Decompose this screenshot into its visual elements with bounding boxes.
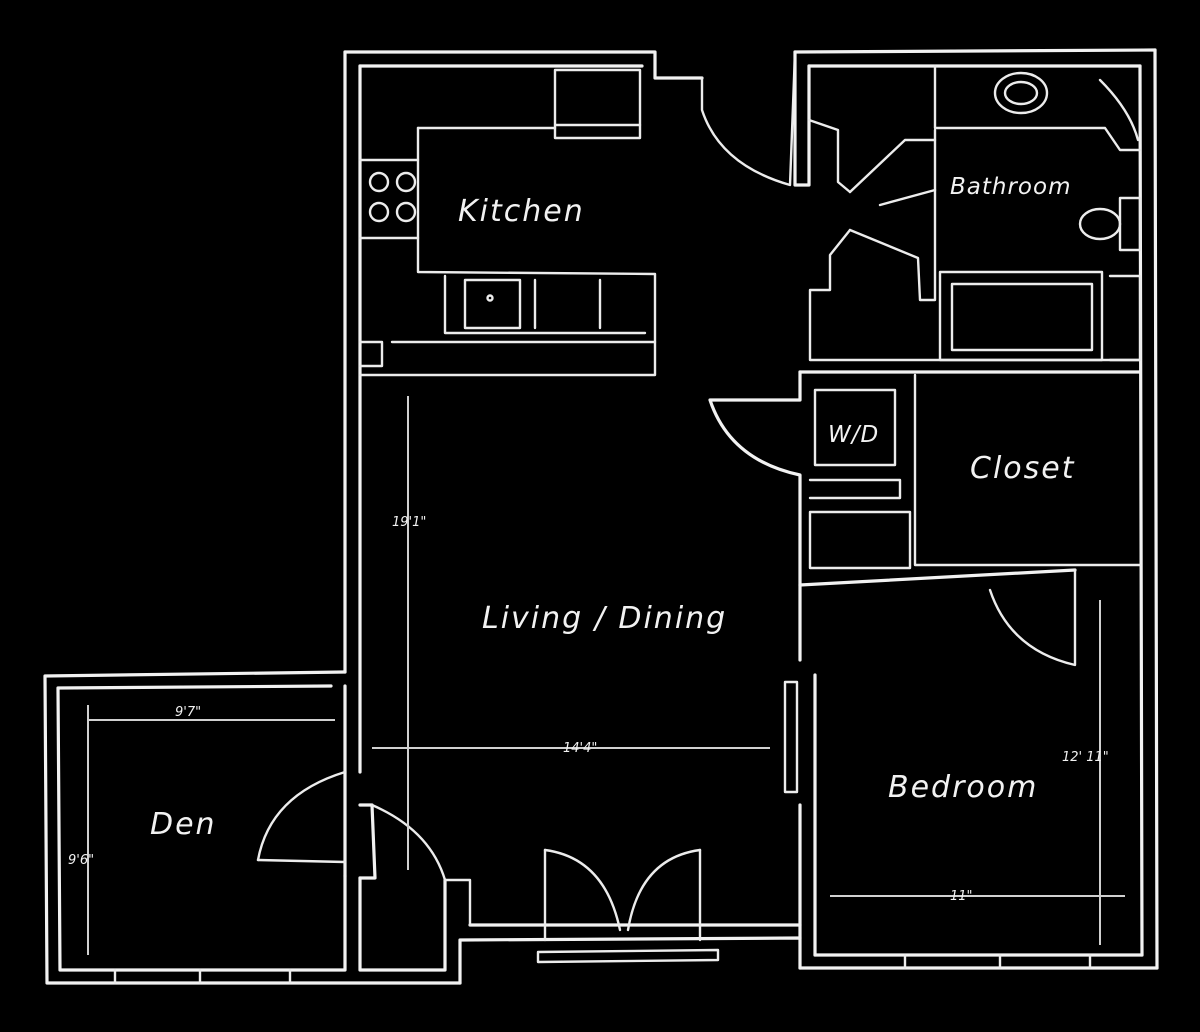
dim-living-depth: 19'1" xyxy=(392,515,426,530)
laundry-closet xyxy=(708,370,1142,667)
label-kitchen: Kitchen xyxy=(458,194,585,229)
label-living-dining: Living / Dining xyxy=(482,601,727,636)
label-bathroom: Bathroom xyxy=(950,174,1071,200)
dimension-lines xyxy=(87,396,1125,955)
dim-den-width: 9'7" xyxy=(175,705,201,720)
den-doors xyxy=(256,770,702,972)
dim-bedroom-depth: 12' 11" xyxy=(1062,750,1109,765)
dim-bedroom-width: 11" xyxy=(950,889,973,904)
label-den: Den xyxy=(150,807,217,842)
windows xyxy=(113,680,1092,985)
label-wd: W/D xyxy=(828,422,879,448)
bedroom-walls xyxy=(798,583,817,957)
label-closet: Closet xyxy=(970,451,1076,486)
kitchen-fixtures xyxy=(358,50,797,377)
label-bedroom: Bedroom xyxy=(888,770,1038,805)
dim-living-width: 14'4" xyxy=(563,741,597,756)
dim-den-depth: 9'6" xyxy=(68,853,94,868)
bathroom-fixtures xyxy=(793,50,1142,362)
